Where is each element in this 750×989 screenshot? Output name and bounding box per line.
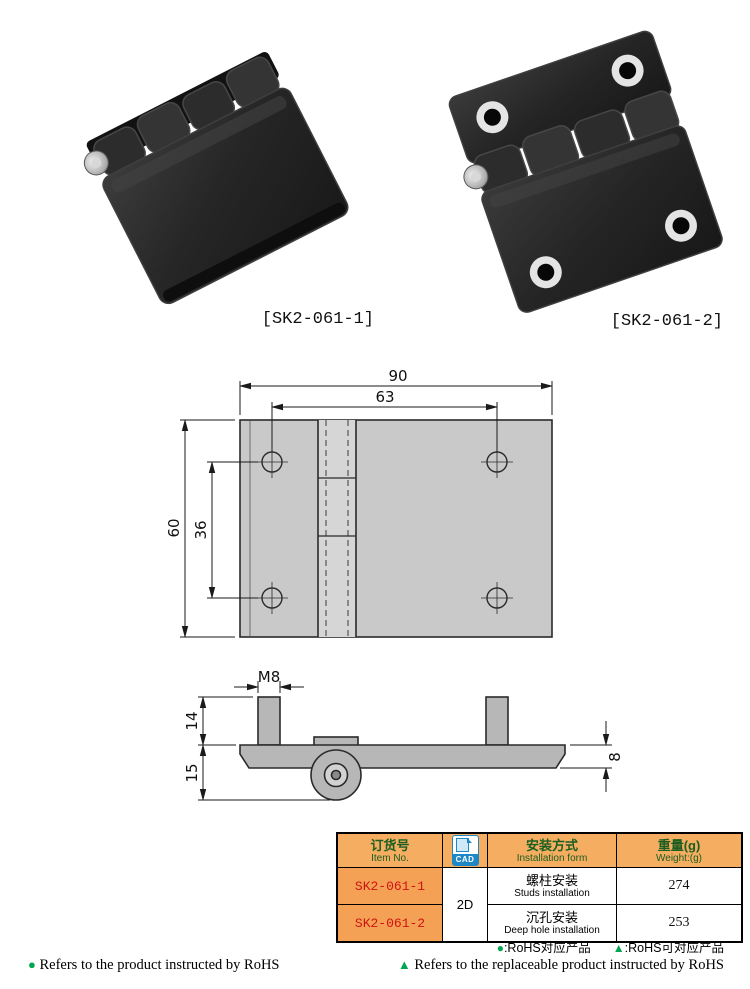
hinge-photo-1-illustration [83, 51, 349, 305]
installation-en: Deep hole installation [504, 925, 600, 936]
col-header-cad: CAD [442, 832, 488, 868]
dimension-drawing: 90 63 60 36 M8 14 15 8 [0, 355, 750, 820]
rohs-footer-dot: ● Refers to the product instructed by Ro… [28, 957, 280, 974]
col-header-item-no: 订货号 Item No. [336, 832, 443, 868]
installation-en: Studs installation [514, 888, 590, 899]
product-photo-2: [SK2-061-2] [390, 6, 737, 331]
hinge-photo-2-illustration [448, 30, 723, 313]
dim-thread: M8 [258, 668, 281, 686]
cad-icon-label: CAD [452, 854, 478, 865]
item-no-cell: SK2-061-1 [336, 867, 443, 905]
weight-header-en: Weight:(g) [656, 852, 702, 864]
col-header-installation: 安装方式 Installation form [487, 832, 617, 868]
rohs-dot-legend-text: :RoHS对应产品 [503, 941, 591, 955]
product-label-1: [SK2-061-1] [261, 310, 374, 329]
weight-cell: 253 [616, 904, 743, 943]
rohs-triangle-icon: ▲ [397, 957, 411, 972]
product-photo-1: [SK2-061-1] [24, 12, 374, 329]
spec-table: 订货号 Item No. CAD 安装方式 Installation form … [336, 832, 743, 943]
dim-thickness: 8 [606, 752, 624, 762]
rohs-footer-triangle-text: Refers to the replaceable product instru… [410, 957, 724, 973]
rohs-dot-icon: ● [496, 941, 504, 955]
item-no-header-zh: 订货号 [370, 837, 410, 853]
rohs-dot-icon: ● [28, 957, 36, 972]
installation-header-en: Installation form [516, 852, 588, 864]
dim-base-height: 15 [183, 763, 201, 782]
installation-zh: 螺柱安装 [525, 873, 578, 888]
table-row: SK2-061-2 沉孔安装 Deep hole installation 25… [336, 904, 743, 943]
weight-header-zh: 重量(g) [657, 837, 701, 853]
rohs-footer-dot-text: Refers to the product instructed by RoHS [35, 957, 280, 973]
rohs-legend: ●:RoHS对应产品 ▲:RoHS可对应产品 [497, 937, 724, 956]
side-view-dimensions [198, 681, 612, 801]
dim-height: 60 [165, 518, 183, 537]
item-no-cell: SK2-061-2 [336, 904, 443, 943]
cad-cell: 2D [442, 867, 488, 943]
table-row: SK2-061-1 2D 螺柱安装 Studs installation 274 [336, 867, 743, 943]
rohs-footer-triangle: ▲ Refers to the replaceable product inst… [398, 957, 724, 974]
side-view [239, 696, 566, 801]
cad-fold-glyph [466, 838, 472, 843]
cad-icon: CAD [451, 835, 479, 866]
installation-cell: 螺柱安装 Studs installation [487, 867, 617, 905]
hole-center-marks [256, 446, 513, 614]
rohs-footer: ● Refers to the product instructed by Ro… [28, 957, 724, 974]
spec-table-header-row: 订货号 Item No. CAD 安装方式 Installation form … [336, 832, 743, 868]
dim-stud-height: 14 [183, 711, 201, 730]
product-label-2: [SK2-061-2] [610, 312, 723, 331]
rohs-triangle-icon: ▲ [612, 941, 625, 955]
installation-header-zh: 安装方式 [525, 837, 578, 853]
rohs-triangle-legend-text: :RoHS可对应产品 [624, 941, 724, 955]
top-view-dimensions [180, 381, 553, 638]
dim-hole-spacing-h: 63 [375, 388, 394, 406]
item-no-header-en: Item No. [371, 852, 409, 864]
dim-width: 90 [388, 367, 407, 385]
installation-zh: 沉孔安装 [525, 910, 578, 925]
weight-cell: 274 [616, 867, 743, 905]
installation-cell: 沉孔安装 Deep hole installation [487, 904, 617, 943]
cad-page-glyph [455, 838, 469, 852]
dim-hole-spacing-v: 36 [192, 520, 210, 539]
col-header-weight: 重量(g) Weight:(g) [616, 832, 743, 868]
